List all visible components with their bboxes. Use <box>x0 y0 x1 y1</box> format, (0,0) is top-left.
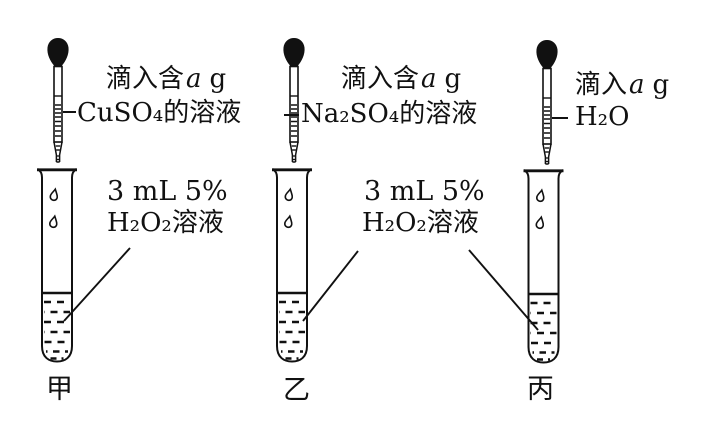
dropper-jia <box>46 37 70 163</box>
caption-prefix: 滴入含 <box>341 64 420 94</box>
leader-line-bing <box>468 249 539 331</box>
caption-unit: g <box>652 70 670 100</box>
caption-unit: g <box>444 64 462 94</box>
caption-prefix: 滴入 <box>575 70 628 100</box>
caption-amount: a <box>629 70 645 100</box>
tube-name-jia: 甲 <box>46 374 73 405</box>
tube-solution-label-jia: H₂O₂溶液 <box>107 208 224 238</box>
tube-name-yi: 乙 <box>283 375 310 406</box>
caption-prefix: 滴入含 <box>106 64 185 94</box>
dropper-substance-yi: Na₂SO₄的溶液 <box>301 99 478 129</box>
caption-amount: a <box>186 64 202 94</box>
test-tube-yi <box>272 169 312 362</box>
tube-volume-label-yi: 3 mL 5% <box>364 176 485 207</box>
leader-line-yi <box>302 250 359 322</box>
dropper-substance-jia: CuSO₄的溶液 <box>77 98 242 128</box>
test-tube-bing <box>524 170 564 363</box>
tube-volume-label-jia: 3 mL 5% <box>107 176 228 207</box>
tube-solution-label-yi: H₂O₂溶液 <box>362 208 479 238</box>
caption-amount: a <box>421 64 437 94</box>
leader-line-jia <box>63 247 131 322</box>
dropper-substance-bing: H₂O <box>575 102 630 132</box>
tube-name-bing: 丙 <box>527 374 554 405</box>
caption-unit: g <box>209 64 227 94</box>
test-tube-jia <box>37 169 77 362</box>
dropper-bing <box>535 39 559 165</box>
